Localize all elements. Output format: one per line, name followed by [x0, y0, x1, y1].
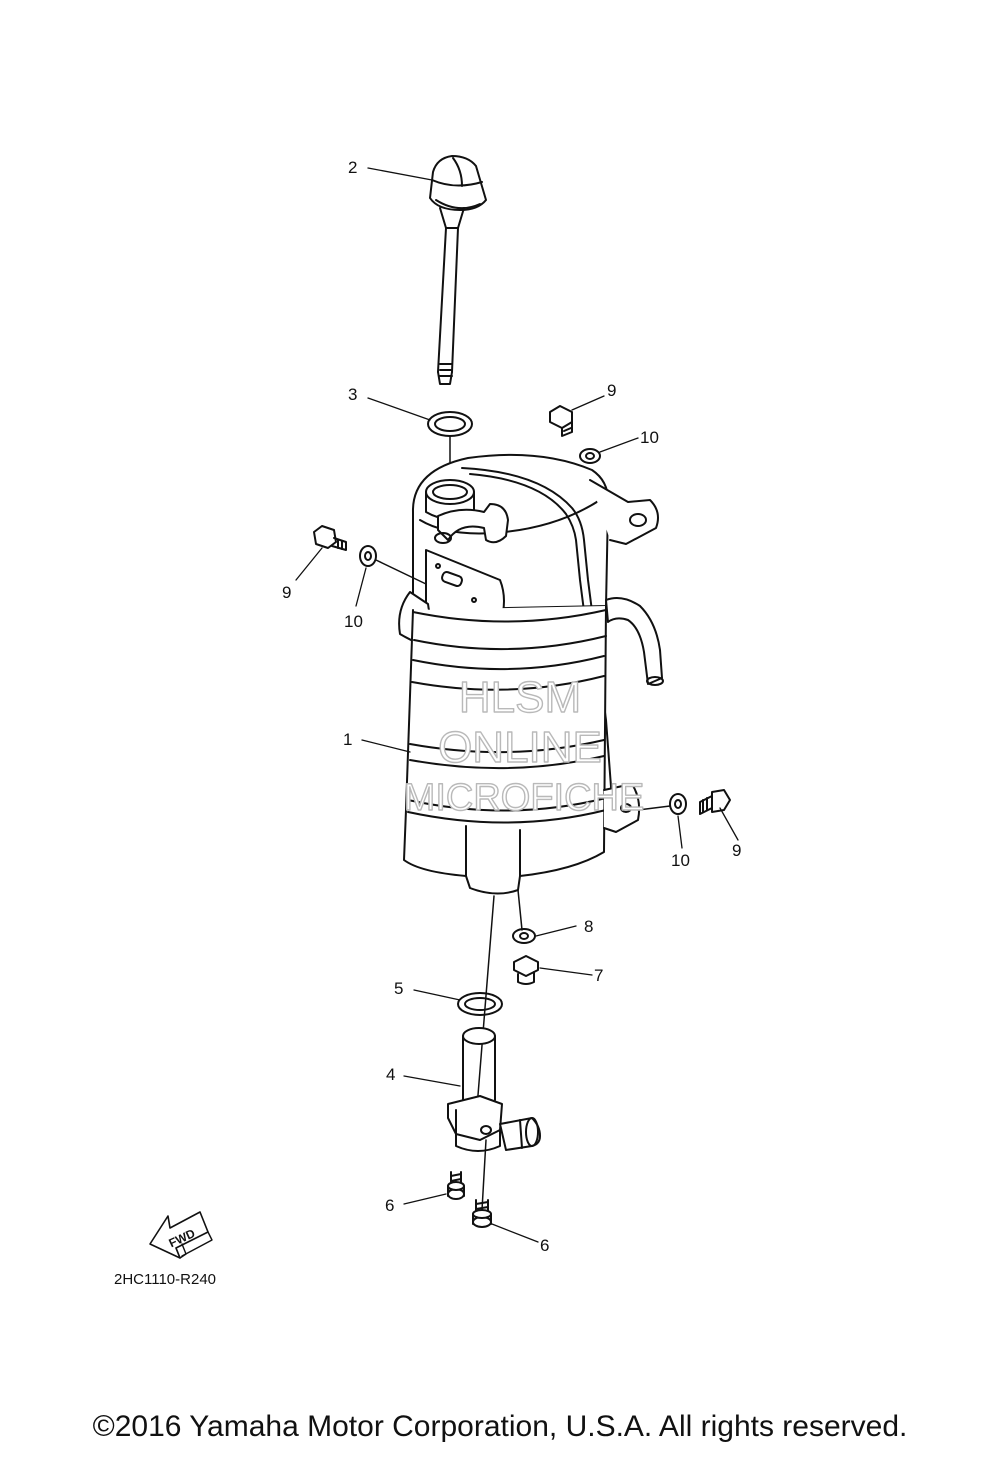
- screw-part-6-right: [472, 1199, 492, 1228]
- watermark: HLSM ONLINE MICROFICHE: [403, 672, 645, 819]
- callout-9-left: 9: [282, 583, 291, 602]
- callout-6-right: 6: [540, 1236, 549, 1255]
- oil-tank-part: [398, 453, 664, 895]
- bolt-part-9-right: [699, 789, 731, 815]
- fwd-arrow-icon: FWD: [149, 1211, 213, 1259]
- callout-labels: 2 3 9 10 9 10 1 10 9 8 7 5 4 6 6: [282, 158, 741, 1255]
- callout-2: 2: [348, 158, 357, 177]
- washer-part-10-upper: [579, 448, 601, 464]
- bolt-part-9-left: [313, 525, 347, 551]
- washer-part-10-left: [359, 545, 377, 567]
- callout-10-upper: 10: [640, 428, 659, 447]
- callout-8: 8: [584, 917, 593, 936]
- dipstick-part: [429, 155, 487, 385]
- callout-4: 4: [386, 1065, 395, 1084]
- watermark-line-1: HLSM: [459, 673, 581, 722]
- leader-lines: [295, 167, 739, 1243]
- bolt-part-9-upper: [549, 405, 573, 437]
- bolt-part-7: [513, 955, 539, 985]
- watermark-line-3: MICROFICHE: [404, 777, 645, 819]
- callout-10-right: 10: [671, 851, 690, 870]
- screw-part-6-left: [447, 1171, 465, 1200]
- o-ring-part-5: [457, 992, 503, 1016]
- callout-3: 3: [348, 385, 357, 404]
- diagram-code: 2HC1110-R240: [114, 1271, 216, 1288]
- watermark-line-2: ONLINE: [438, 723, 602, 772]
- washer-part-10-right: [669, 793, 687, 815]
- pipe-fitting-part-4: [447, 1027, 541, 1152]
- callout-9-right: 9: [732, 841, 741, 860]
- callout-6-left: 6: [385, 1196, 394, 1215]
- copyright-notice: ©2016 Yamaha Motor Corporation, U.S.A. A…: [92, 1410, 908, 1443]
- callout-5: 5: [394, 979, 403, 998]
- callout-9-upper: 9: [607, 381, 616, 400]
- washer-part-8: [512, 928, 536, 944]
- callout-1: 1: [343, 730, 352, 749]
- callout-10-left: 10: [344, 612, 363, 631]
- callout-7: 7: [594, 966, 603, 985]
- o-ring-part-3: [427, 411, 473, 437]
